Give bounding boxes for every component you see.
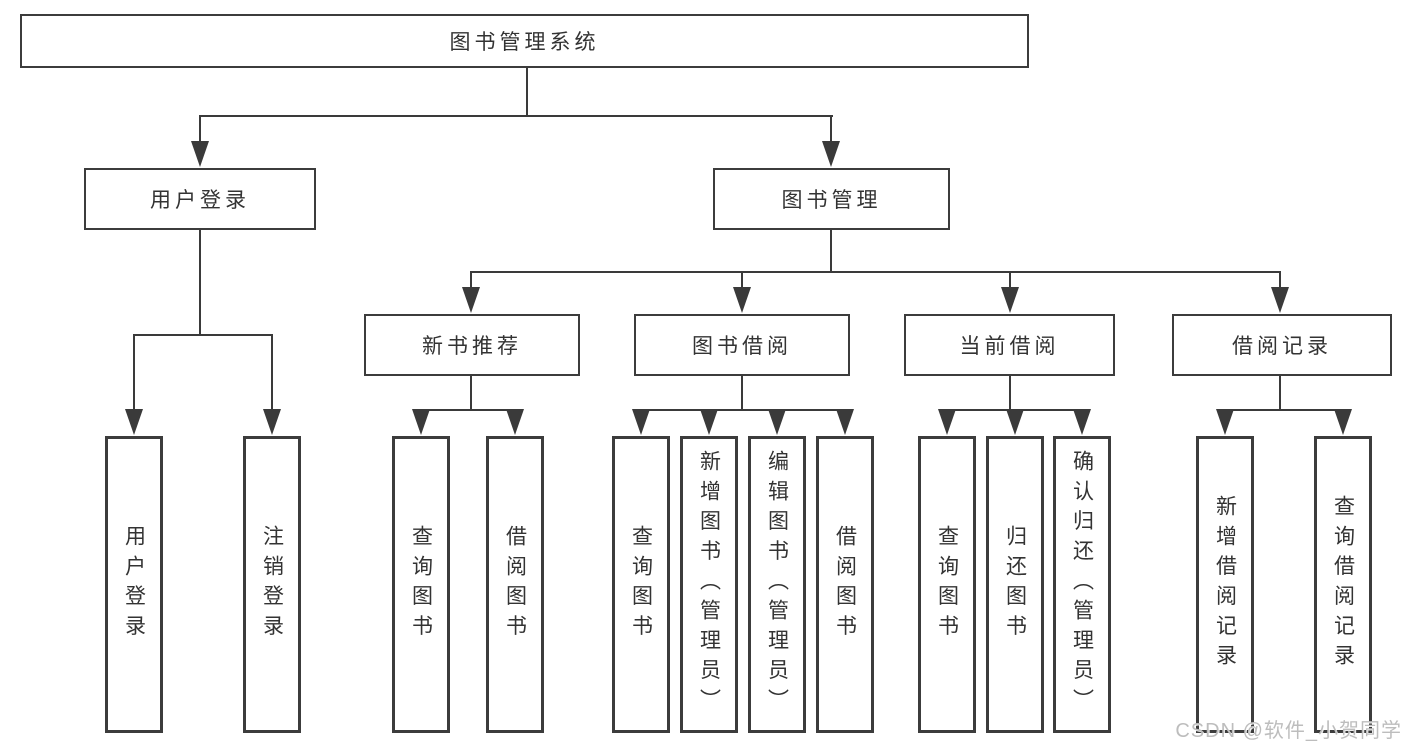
connector-line — [1224, 409, 1344, 411]
leaf-current-return-books: 归还图书 — [986, 436, 1044, 733]
arrow-down-icon — [1073, 409, 1091, 435]
connector-line — [741, 271, 743, 288]
arrow-down-icon — [191, 141, 209, 167]
connector-line — [470, 271, 472, 288]
node-library-management-system: 图书管理系统 — [20, 14, 1029, 68]
arrow-down-icon — [836, 409, 854, 435]
arrow-down-icon — [1271, 287, 1289, 313]
leaf-borrowing-add-books-admin: 新增图书（管理员） — [680, 436, 738, 733]
arrow-down-icon — [733, 287, 751, 313]
connector-line — [741, 376, 743, 410]
arrow-down-icon — [822, 141, 840, 167]
arrow-down-icon — [1006, 409, 1024, 435]
connector-line — [470, 376, 472, 410]
arrow-down-icon — [1334, 409, 1352, 435]
connector-line — [271, 334, 273, 410]
connector-line — [133, 334, 135, 410]
node-book-borrowing: 图书借阅 — [634, 314, 850, 376]
arrow-down-icon — [506, 409, 524, 435]
connector-line — [199, 115, 201, 142]
leaf-borrowing-edit-books-admin: 编辑图书（管理员） — [748, 436, 806, 733]
leaf-logout: 注销登录 — [243, 436, 301, 733]
connector-line — [1279, 376, 1281, 410]
connector-line — [199, 230, 201, 335]
arrow-down-icon — [462, 287, 480, 313]
arrow-down-icon — [768, 409, 786, 435]
connector-line — [830, 115, 832, 142]
node-current-borrowing: 当前借阅 — [904, 314, 1115, 376]
arrow-down-icon — [1001, 287, 1019, 313]
connector-line — [640, 409, 846, 411]
leaf-newbooks-query-books: 查询图书 — [392, 436, 450, 733]
leaf-user-login: 用户登录 — [105, 436, 163, 733]
arrow-down-icon — [700, 409, 718, 435]
connector-line — [526, 68, 528, 116]
node-new-book-recommendation: 新书推荐 — [364, 314, 580, 376]
leaf-records-query-borrow-record: 查询借阅记录 — [1314, 436, 1372, 733]
connector-line — [199, 115, 833, 117]
leaf-records-add-borrow-record: 新增借阅记录 — [1196, 436, 1254, 733]
node-user-login: 用户登录 — [84, 168, 316, 230]
csdn-watermark: CSDN @软件_小贺同学 — [1175, 720, 1402, 742]
connector-line — [420, 409, 517, 411]
arrow-down-icon — [632, 409, 650, 435]
node-book-management: 图书管理 — [713, 168, 950, 230]
leaf-current-confirm-return-admin: 确认归还（管理员） — [1053, 436, 1111, 733]
arrow-down-icon — [263, 409, 281, 435]
leaf-current-query-books: 查询图书 — [918, 436, 976, 733]
leaf-borrowing-query-books: 查询图书 — [612, 436, 670, 733]
arrow-down-icon — [938, 409, 956, 435]
connector-line — [470, 271, 1281, 273]
leaf-borrowing-borrow-books: 借阅图书 — [816, 436, 874, 733]
arrow-down-icon — [125, 409, 143, 435]
connector-line — [1009, 376, 1011, 410]
connector-line — [133, 334, 273, 336]
connector-line — [830, 230, 832, 273]
connector-line — [1279, 271, 1281, 288]
arrow-down-icon — [1216, 409, 1234, 435]
node-borrowing-records: 借阅记录 — [1172, 314, 1392, 376]
arrow-down-icon — [412, 409, 430, 435]
leaf-newbooks-borrow-books: 借阅图书 — [486, 436, 544, 733]
connector-line — [1009, 271, 1011, 288]
